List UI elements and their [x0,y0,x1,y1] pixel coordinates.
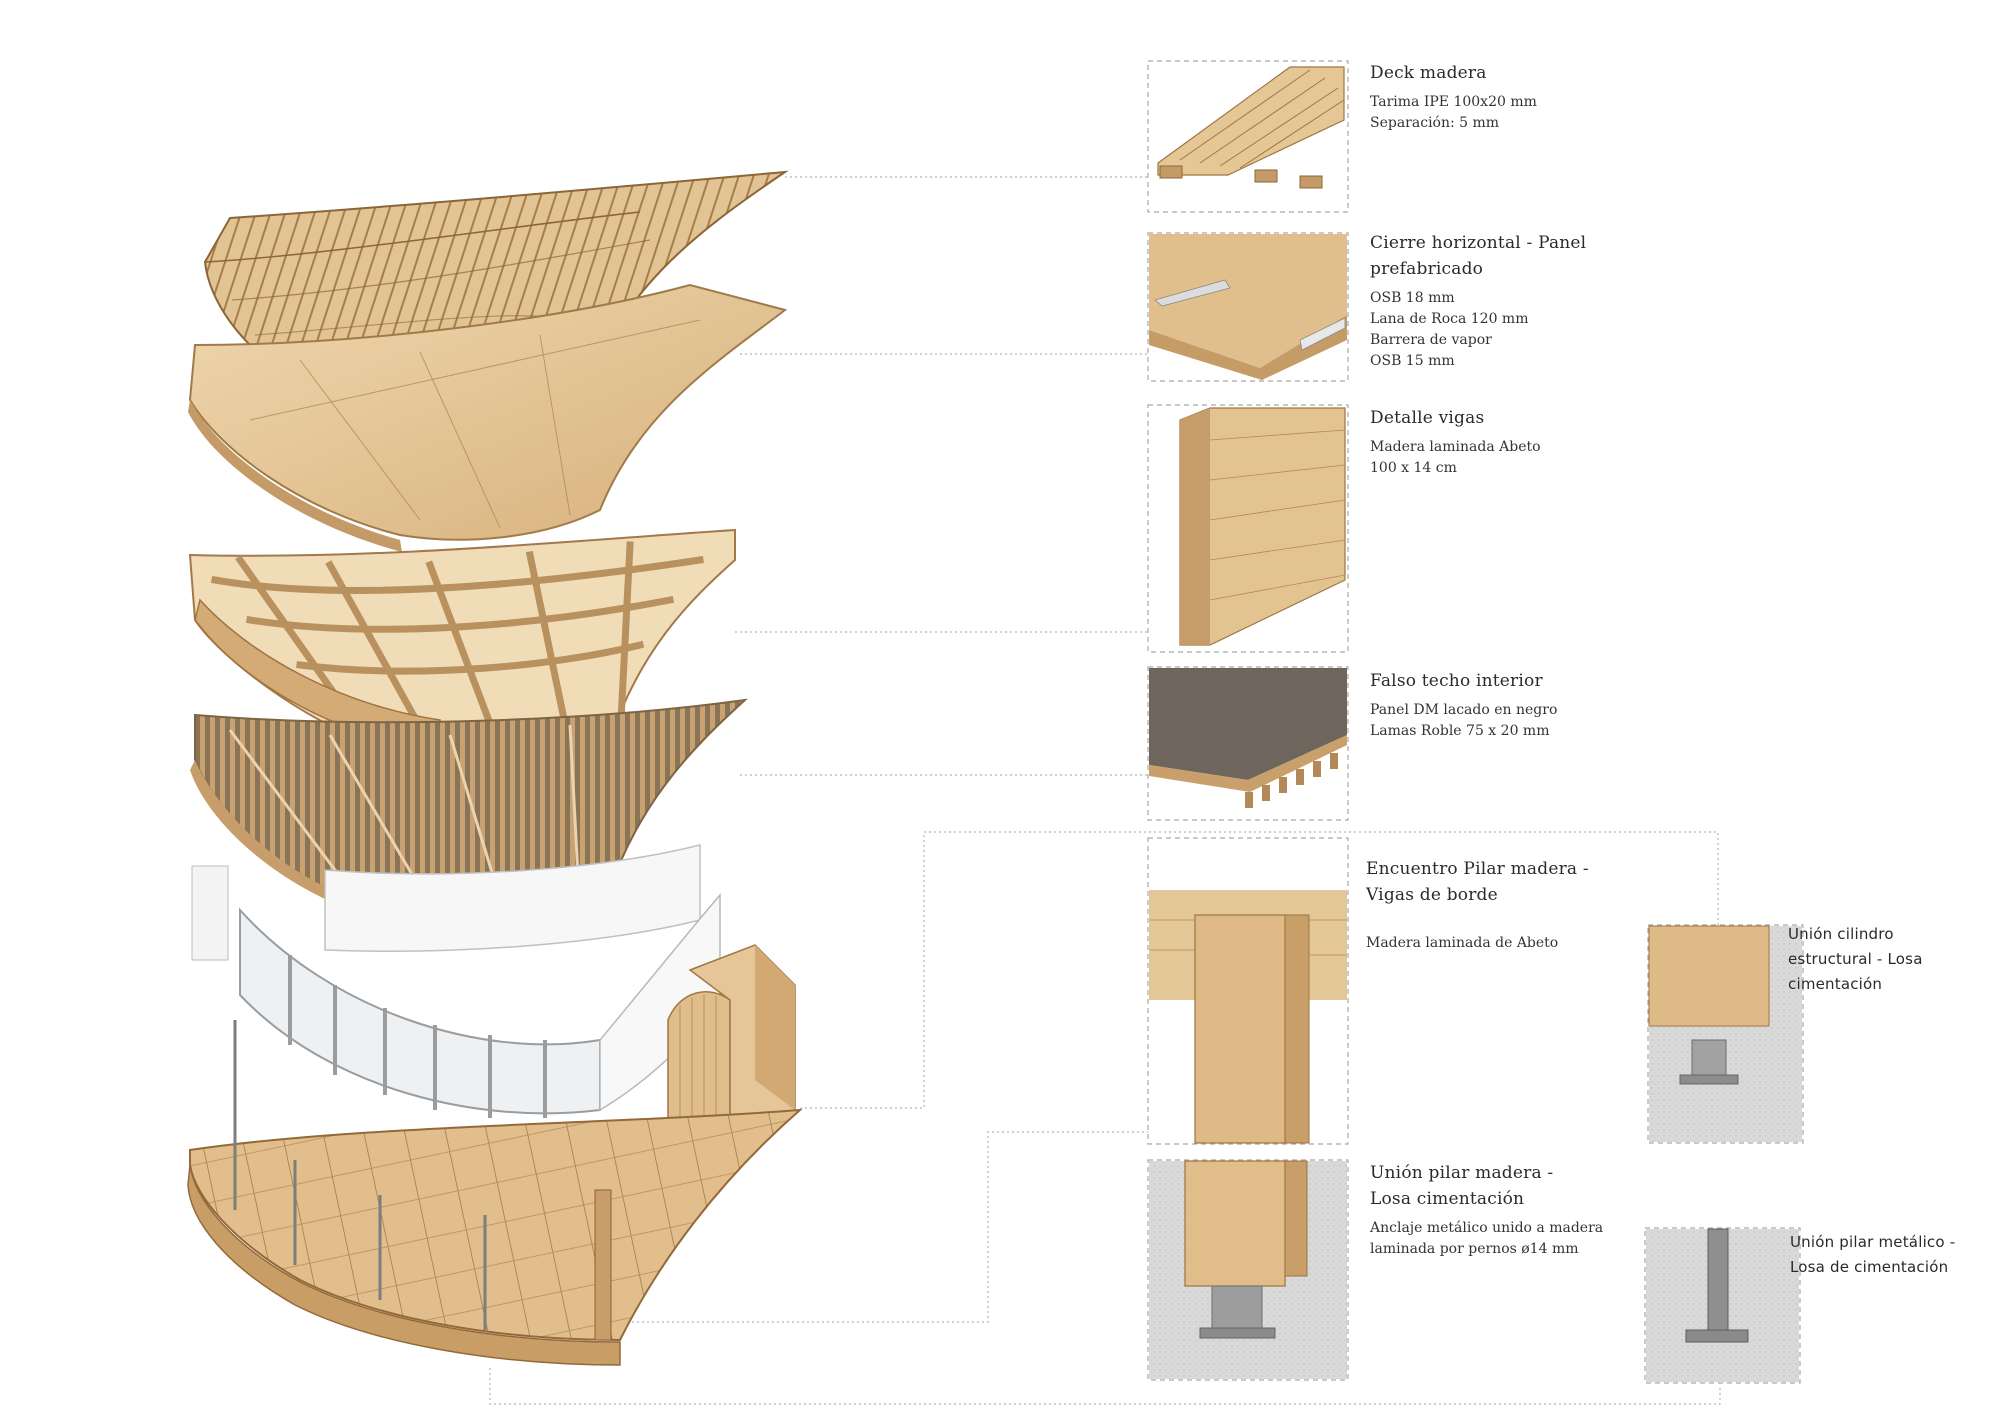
frame-pillar-foundation [1147,1159,1349,1381]
label-deck: Deck madera Tarima IPE 100x20 mm Separac… [1370,60,1700,134]
frame-beams [1147,404,1349,653]
label-steel-pillar: Unión pilar metálico - Losa de cimentaci… [1790,1230,1990,1286]
leader-pillar-foundation [612,1131,1148,1323]
frame-cylinder [1647,924,1804,1144]
label-beams-title: Detalle vigas [1370,408,1485,428]
label-ceiling: Falso techo interior Panel DM lacado en … [1370,668,1700,742]
frame-ceiling [1147,666,1349,821]
detail-frames [1147,60,1804,1384]
label-panel: Cierre horizontal - Panel prefabricado O… [1370,230,1700,372]
detail-panel-illustration [1149,234,1347,380]
frame-panel [1147,232,1349,382]
label-deck-title: Deck madera [1370,63,1487,83]
leader-pillar-beam [800,831,1719,1109]
label-steel-pillar-title: Unión pilar metálico - Losa de cimentaci… [1790,1233,1956,1276]
label-deck-desc: Tarima IPE 100x20 mm Separación: 5 mm [1370,94,1537,131]
label-pillar-beam-desc: Madera laminada de Abeto [1366,935,1559,951]
detail-cylinder-illustration [1648,925,1802,1142]
label-pillar-beam: Encuentro Pilar madera - Vigas de borde … [1366,837,1696,973]
label-ceiling-title: Falso techo interior [1370,671,1543,691]
label-panel-desc: OSB 18 mm Lana de Roca 120 mm Barrera de… [1370,290,1529,369]
frame-deck [1147,60,1349,213]
detail-beam-illustration [1179,407,1346,646]
layer-facade [191,844,721,1118]
label-beams: Detalle vigas Madera laminada Abeto 100 … [1370,405,1700,479]
label-pillar-foundation-desc: Anclaje metálico unido a madera laminada… [1370,1220,1604,1257]
layer-floor-slab [187,1020,803,1366]
detail-pillar-foundation-illustration [1149,1160,1347,1379]
leader-lines [489,176,1721,1405]
detail-deck-illustration [1157,66,1345,189]
label-pillar-foundation: Unión pilar madera - Losa cimentación An… [1370,1160,1700,1260]
label-ceiling-desc: Panel DM lacado en negro Lamas Roble 75 … [1370,702,1558,739]
detail-steel-pillar-illustration [1646,1228,1799,1382]
layer-prefab-panel [188,283,788,552]
detail-pillar-beam-illustration [1149,890,1347,1144]
leader-steel-pillar [489,1368,1721,1405]
frame-steel-pillar [1644,1227,1801,1384]
label-cylinder-title: Unión cilindro estructural - Losa ciment… [1788,925,1923,993]
label-cylinder: Unión cilindro estructural - Losa ciment… [1788,922,1988,1003]
label-pillar-beam-title: Encuentro Pilar madera - Vigas de borde [1366,859,1589,905]
label-panel-title: Cierre horizontal - Panel prefabricado [1370,233,1587,279]
layer-beam-structure [188,528,736,755]
detail-ceiling-illustration [1149,668,1347,808]
label-pillar-foundation-title: Unión pilar madera - Losa cimentación [1370,1163,1554,1209]
label-beams-desc: Madera laminada Abeto 100 x 14 cm [1370,439,1541,476]
frame-pillar-beam [1147,837,1349,1145]
